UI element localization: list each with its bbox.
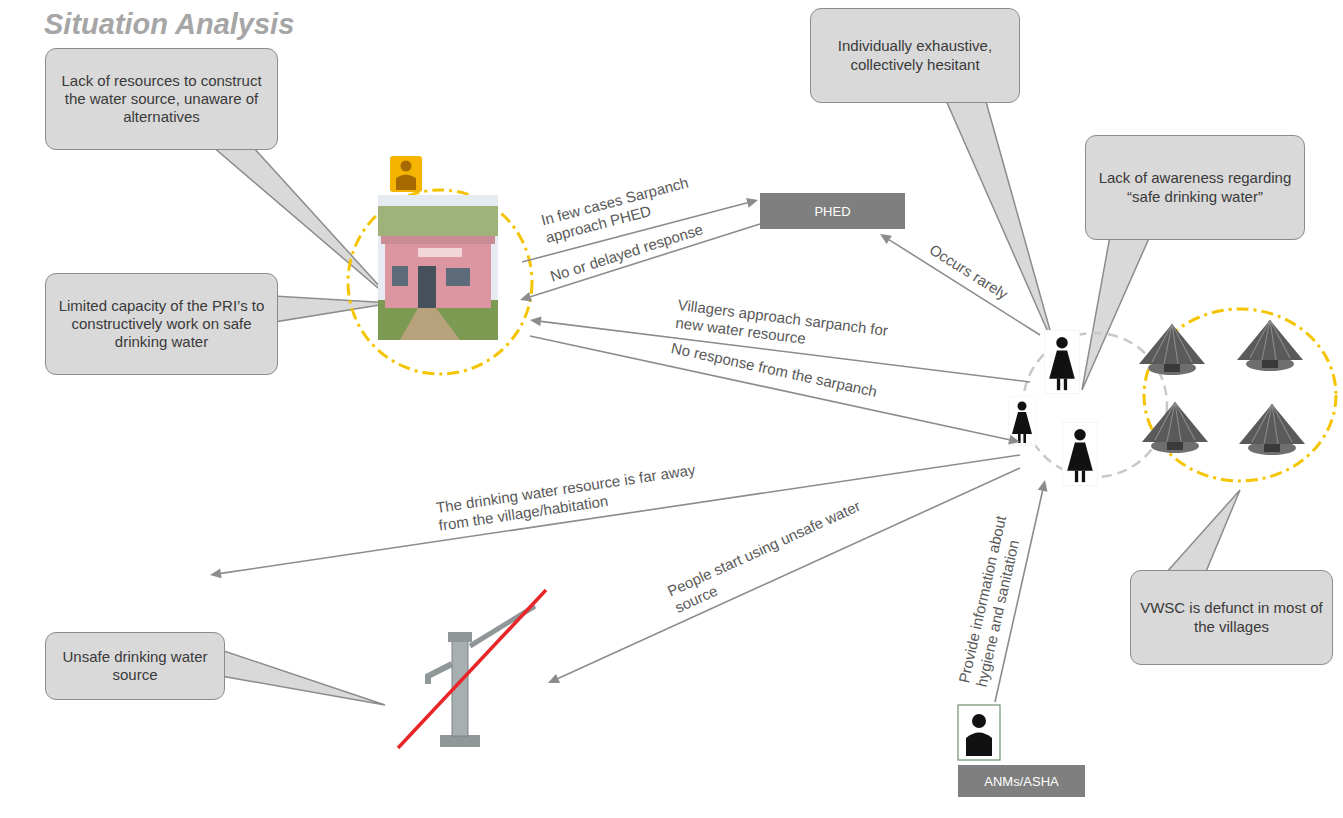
icon-head xyxy=(972,714,986,728)
box-text: VWSC is defunct in most of the villages xyxy=(1140,599,1323,636)
sarpanch-icon xyxy=(390,156,422,192)
building-window xyxy=(446,268,470,286)
callout-pointer xyxy=(274,296,392,322)
arrow-head xyxy=(880,234,892,244)
callout-box: VWSC is defunct in most of the villages xyxy=(1130,570,1333,665)
box-text: Unsafe drinking water source xyxy=(55,648,215,685)
hut-icon xyxy=(1142,402,1208,453)
arrow-label: Occurs rarely xyxy=(924,239,1012,304)
hut-icon xyxy=(1139,324,1205,375)
box-text: Lack of resources to construct the water… xyxy=(55,72,268,127)
arrow-head xyxy=(210,568,222,578)
arrow-head xyxy=(548,674,560,683)
label-box: ANMs/ASHA xyxy=(958,765,1085,797)
arrow-head xyxy=(520,292,532,302)
photo-sky xyxy=(378,195,498,340)
arrow-head xyxy=(1038,480,1048,492)
box-text: Limited capacity of the PRI’s to constru… xyxy=(55,297,268,352)
arrow-head xyxy=(530,316,542,326)
icon-body xyxy=(396,175,416,191)
hut-icon xyxy=(1239,404,1305,455)
box-text: Lack of awareness regarding “safe drinki… xyxy=(1095,169,1295,206)
pump-base xyxy=(440,735,480,747)
arrow-head xyxy=(746,198,758,208)
building-roof xyxy=(381,236,495,244)
hut-icon xyxy=(1237,320,1303,371)
building-door xyxy=(418,266,436,308)
anm-icon xyxy=(958,705,1000,760)
building-wall xyxy=(385,244,491,308)
icon-body xyxy=(966,733,992,757)
callout-box: Limited capacity of the PRI’s to constru… xyxy=(45,273,278,375)
arrow-label: The drinking water resource is far away … xyxy=(433,457,725,535)
arrow-line xyxy=(221,455,1020,573)
highlight-circle xyxy=(348,190,532,374)
callout-pointer xyxy=(1165,490,1240,574)
photo-trees xyxy=(378,206,498,236)
label-box: PHED xyxy=(760,193,905,229)
callout-box: Individually exhaustive, collectively he… xyxy=(810,8,1020,103)
title: Situation Analysis xyxy=(44,8,294,41)
arrow-label: People start using unsafe water source xyxy=(663,490,885,617)
photo-path xyxy=(400,308,460,340)
villager-figure xyxy=(1062,422,1098,486)
icon-head xyxy=(401,161,412,172)
callout-pointer xyxy=(1082,236,1150,390)
cross-out-line xyxy=(398,590,546,748)
arrow-line xyxy=(530,336,1009,440)
callout-box: Lack of awareness regarding “safe drinki… xyxy=(1085,135,1305,240)
callout-pointer xyxy=(221,650,385,705)
box-text: Individually exhaustive, collectively he… xyxy=(820,37,1010,74)
callout-box: Lack of resources to construct the water… xyxy=(45,48,278,150)
box-text: ANMs/ASHA xyxy=(984,774,1058,789)
box-text: PHED xyxy=(814,204,850,219)
arrow-line xyxy=(889,240,1040,335)
arrow-head xyxy=(1008,435,1020,445)
pump-spout xyxy=(428,664,452,684)
pump-cap xyxy=(448,632,472,642)
callout-box: Unsafe drinking water source xyxy=(45,632,225,700)
villager-figure xyxy=(1008,396,1036,446)
building-window xyxy=(392,266,408,286)
villager-figure xyxy=(1044,330,1080,394)
building-sign xyxy=(418,248,462,257)
